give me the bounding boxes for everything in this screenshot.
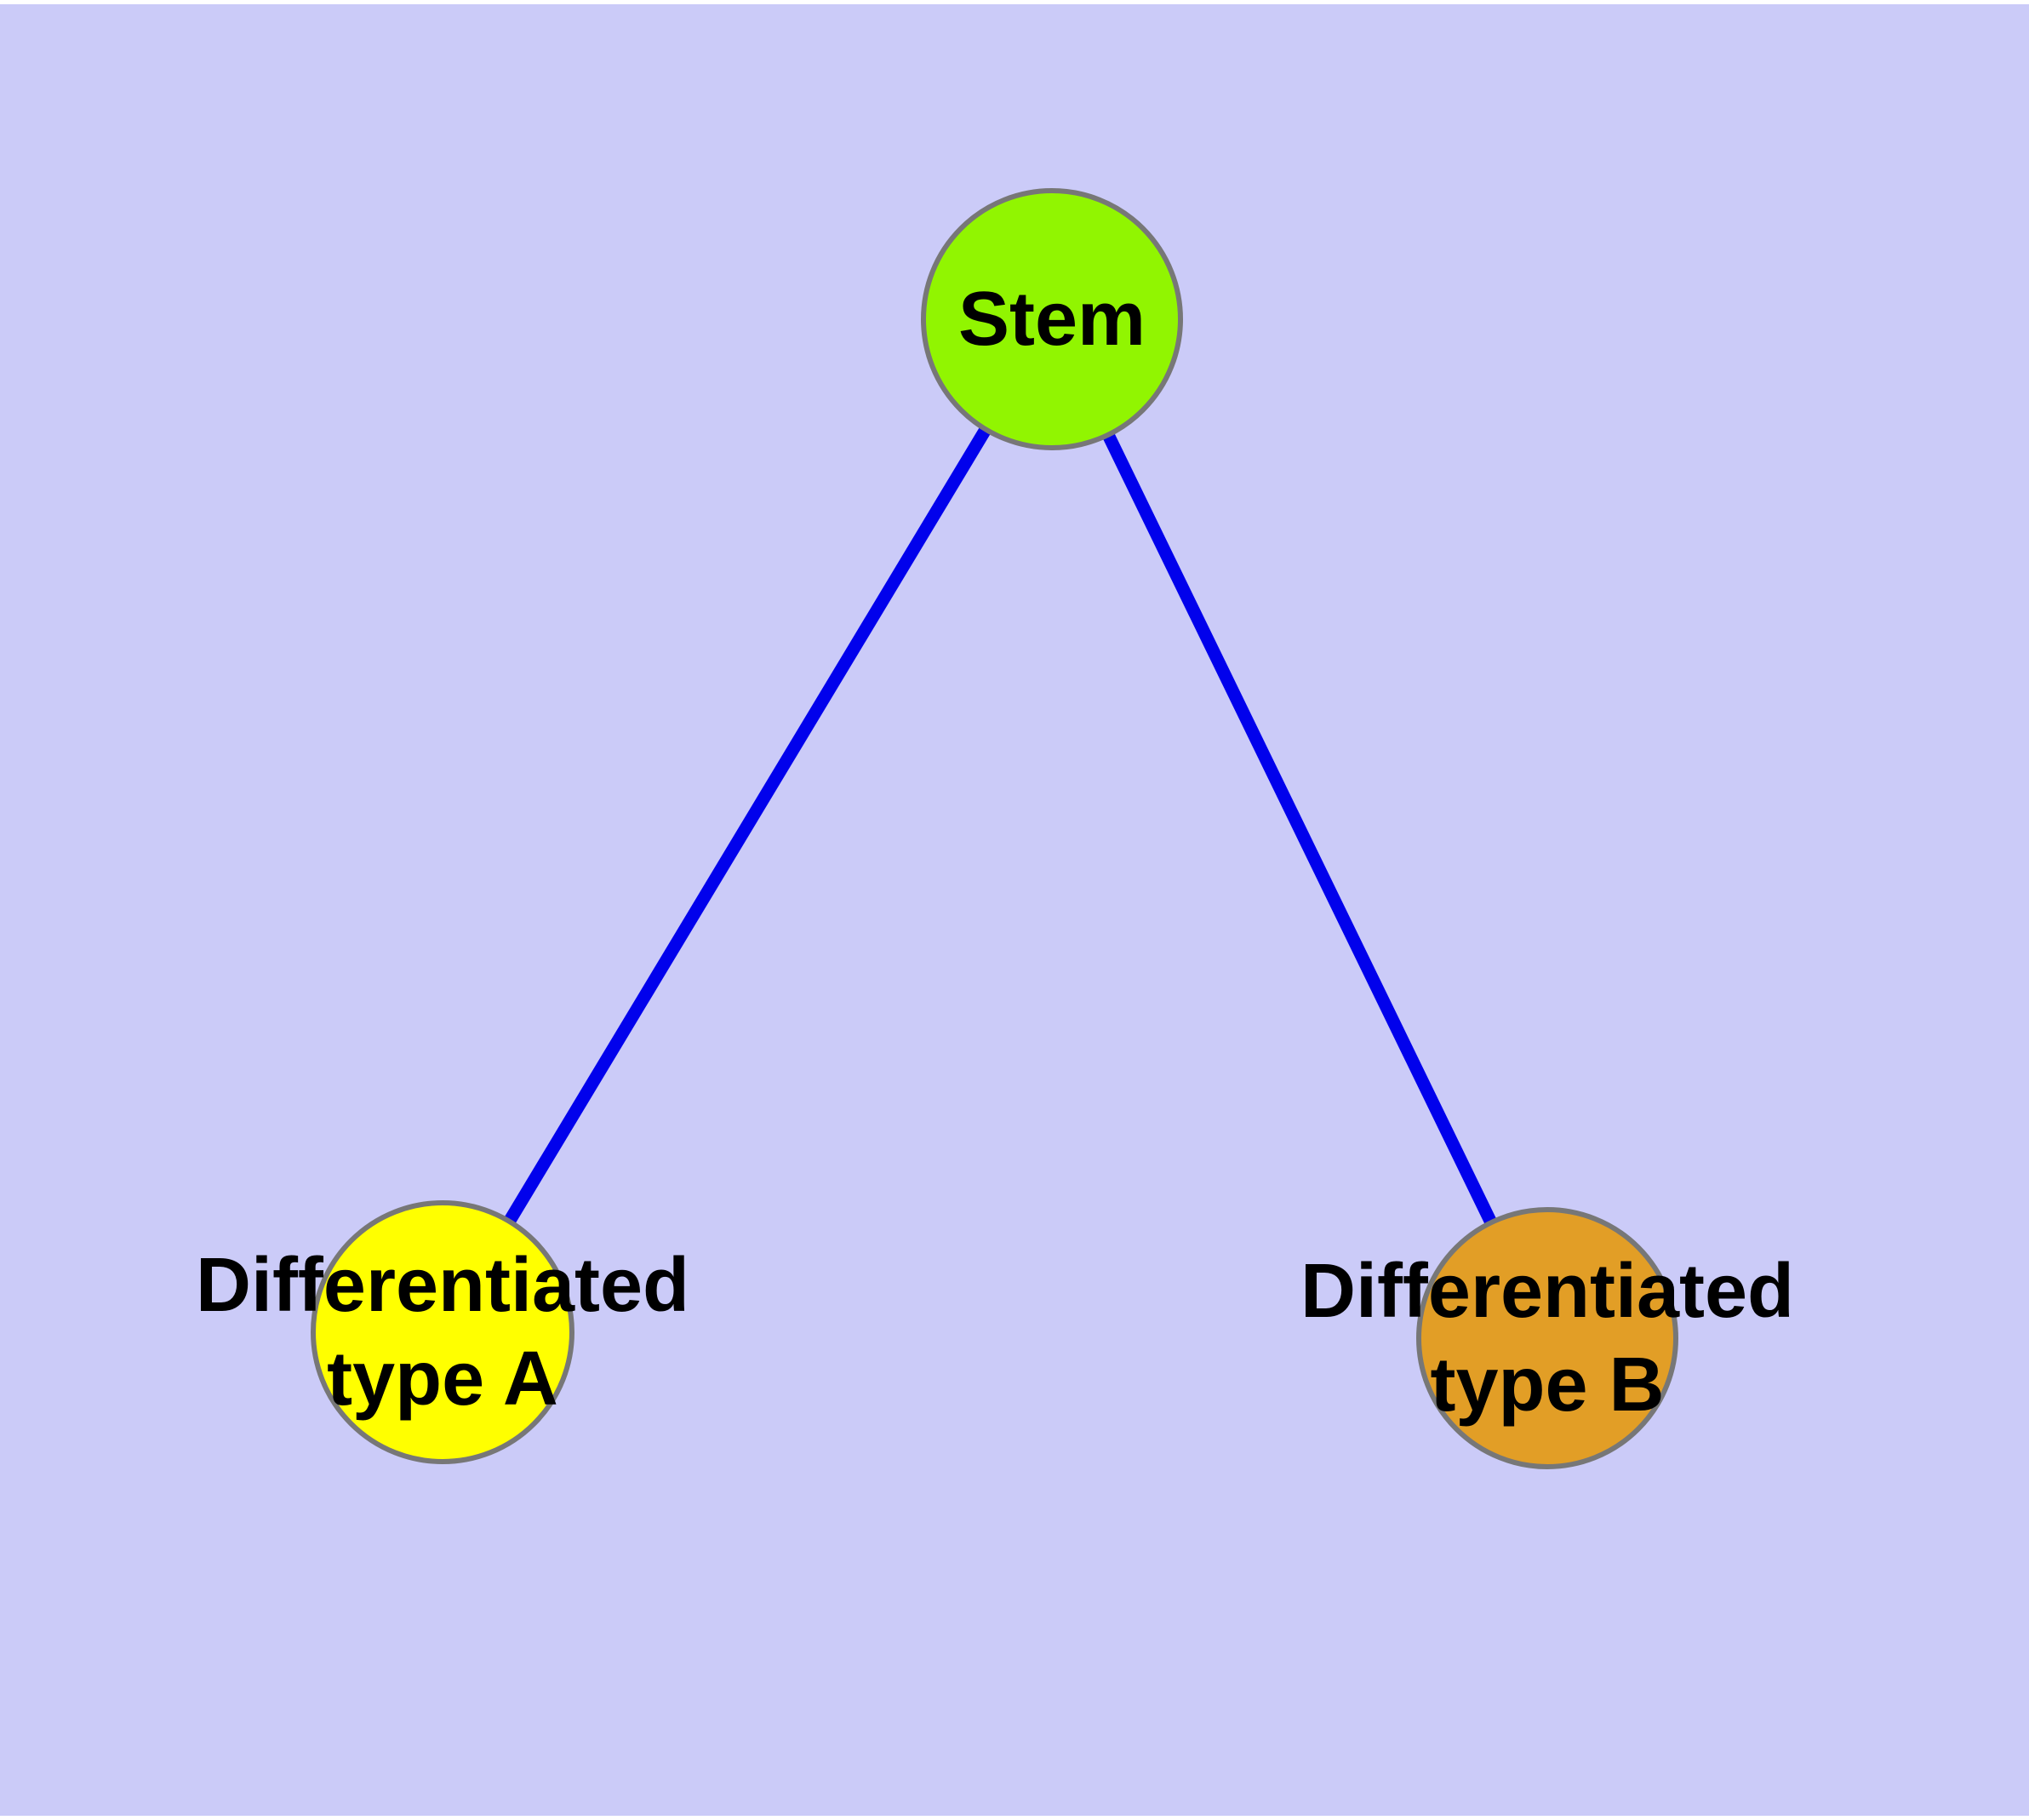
node-stem-circle xyxy=(921,188,1183,450)
node-stem-label: Stem xyxy=(958,277,1146,362)
node-type-b-label-line1: Differentiated xyxy=(1300,1249,1794,1334)
edge-stem-to-type-b xyxy=(1046,316,1553,1342)
node-type-a-label-line2: type A xyxy=(327,1336,558,1422)
node-type-b-label-line2: type B xyxy=(1430,1342,1664,1428)
node-type-b-circle xyxy=(1416,1207,1678,1469)
node-type-a-label-line1: Differentiated xyxy=(196,1243,689,1328)
node-type-a-circle xyxy=(311,1200,574,1464)
edge-stem-to-type-a xyxy=(437,316,1058,1336)
